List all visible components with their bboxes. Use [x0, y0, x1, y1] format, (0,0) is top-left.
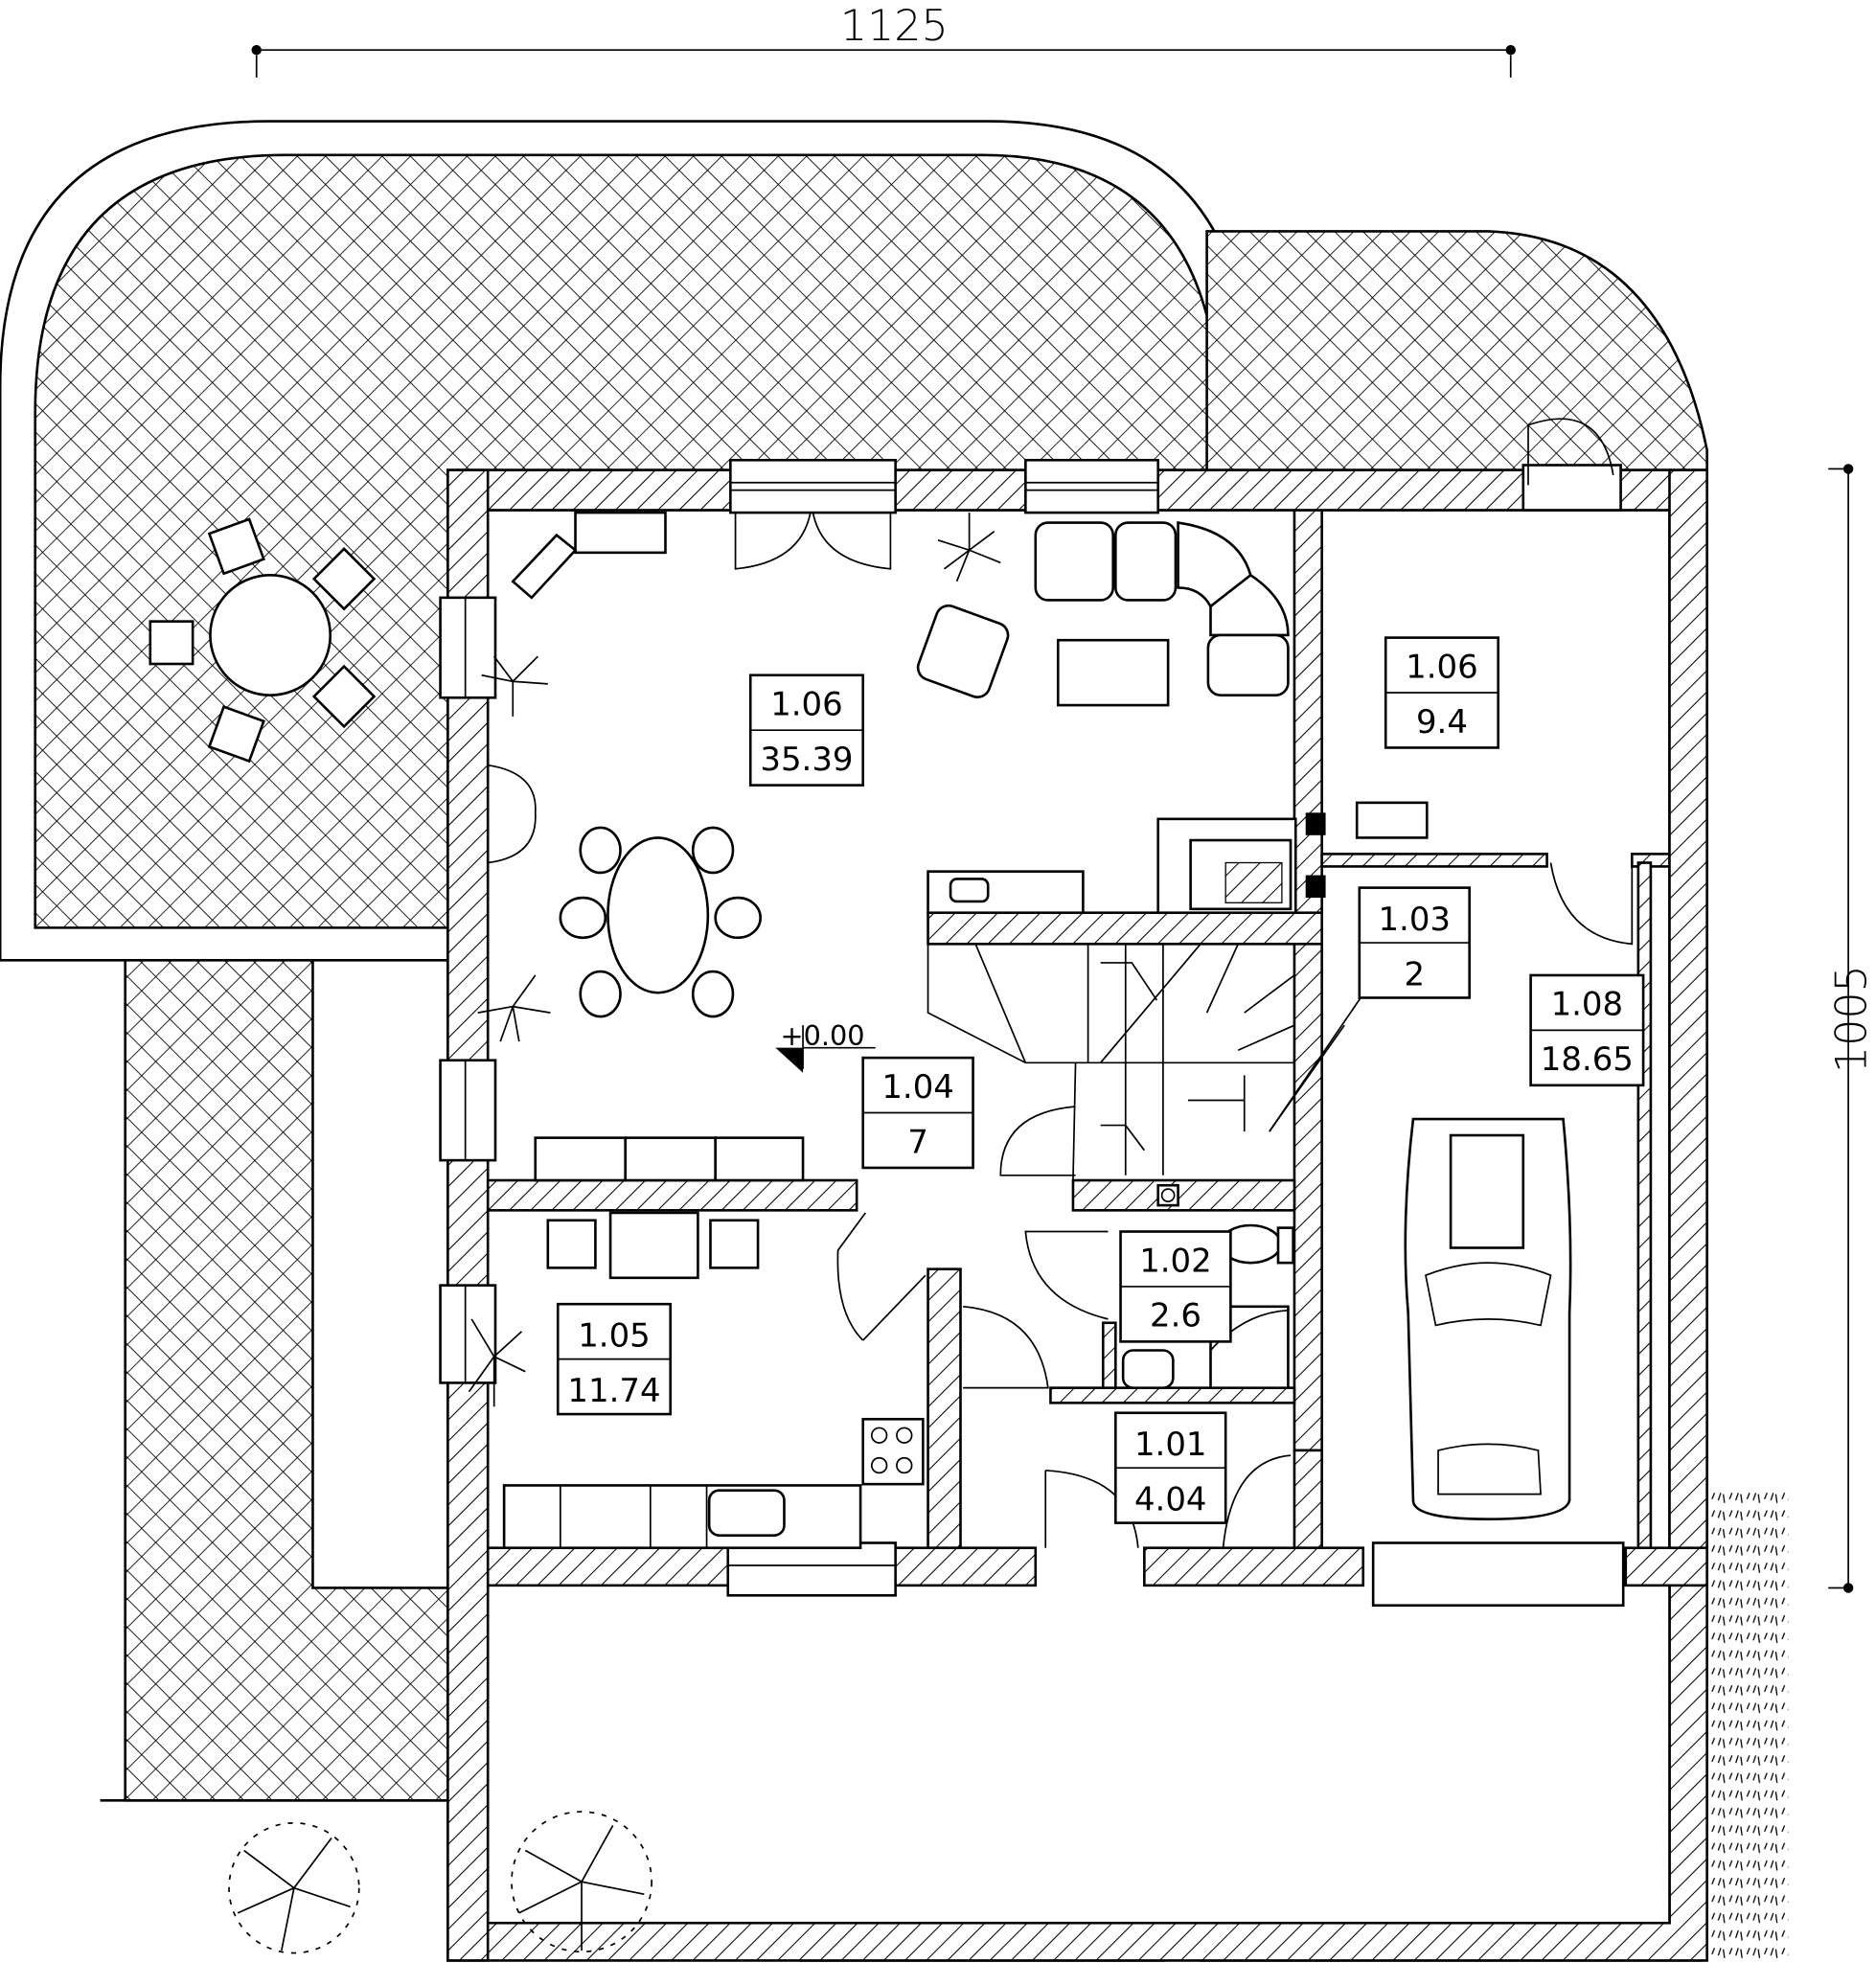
dimension-width-label: 1125 — [840, 2, 949, 51]
room-label: 1.08 18.65 — [1529, 973, 1645, 1087]
doors[interactable] — [488, 418, 1634, 1549]
room-area: 7 — [907, 1124, 928, 1161]
dimension-width: 1125 — [251, 2, 1516, 78]
chimney-flue — [1156, 1183, 1179, 1207]
room-label: 1.01 4.04 — [1114, 1411, 1227, 1524]
room-id: 1.06 — [1406, 649, 1478, 686]
sideboard — [574, 511, 667, 555]
room-id: 1.01 — [1134, 1427, 1207, 1464]
patio-table — [149, 517, 377, 764]
plant-icon — [468, 513, 1001, 1407]
room-area: 18.65 — [1541, 1041, 1634, 1079]
garage-door[interactable] — [1371, 1541, 1625, 1608]
room-label: 1.06 35.39 — [748, 673, 864, 787]
elevation-marker: +0.00 — [775, 1019, 876, 1073]
dimension-height-label: 1005 — [1827, 965, 1876, 1073]
terrace-right — [1205, 230, 1708, 472]
corner-cabinet — [511, 533, 578, 600]
room-area: 2 — [1404, 956, 1425, 993]
tv-icon — [949, 878, 990, 903]
dimension-height: 1005 — [1827, 464, 1876, 1593]
room-id: 1.06 — [770, 687, 843, 724]
fireplace — [1156, 801, 1429, 915]
room-label: 1.06 9.4 — [1384, 636, 1499, 749]
room-id: 1.04 — [881, 1069, 954, 1107]
sofa — [1034, 521, 1290, 696]
stove — [861, 1417, 925, 1486]
bench — [534, 1136, 805, 1182]
room-id: 1.05 — [578, 1318, 651, 1356]
kitchen-furniture — [502, 1211, 925, 1550]
room-area: 2.6 — [1150, 1298, 1201, 1335]
windows — [439, 458, 1625, 1608]
car — [1404, 1117, 1572, 1520]
coffee-table — [1056, 638, 1170, 707]
room-label: 1.05 11.74 — [556, 1302, 673, 1416]
armchair — [916, 604, 1010, 698]
room-label: 1.04 7 — [861, 1056, 974, 1170]
washbasin — [1121, 1349, 1175, 1389]
room-id: 1.08 — [1551, 987, 1624, 1024]
room-area: 11.74 — [567, 1373, 660, 1410]
room-id: 1.03 — [1378, 902, 1451, 939]
leader-line — [1269, 996, 1361, 1132]
room-area: 35.39 — [760, 742, 853, 779]
room-label: 1.02 2.6 — [1119, 1230, 1232, 1343]
room-area: 9.4 — [1416, 704, 1468, 742]
dining-table — [559, 826, 762, 1018]
lawn — [1706, 1488, 1789, 1961]
room-id: 1.02 — [1139, 1243, 1212, 1280]
room-label: 1.03 2 — [1358, 886, 1471, 999]
room-area: 4.04 — [1134, 1482, 1207, 1519]
tree-icon — [228, 1811, 652, 1954]
sink — [707, 1489, 786, 1537]
interior-walls — [486, 509, 1708, 1587]
elevation-label: +0.00 — [781, 1019, 865, 1052]
